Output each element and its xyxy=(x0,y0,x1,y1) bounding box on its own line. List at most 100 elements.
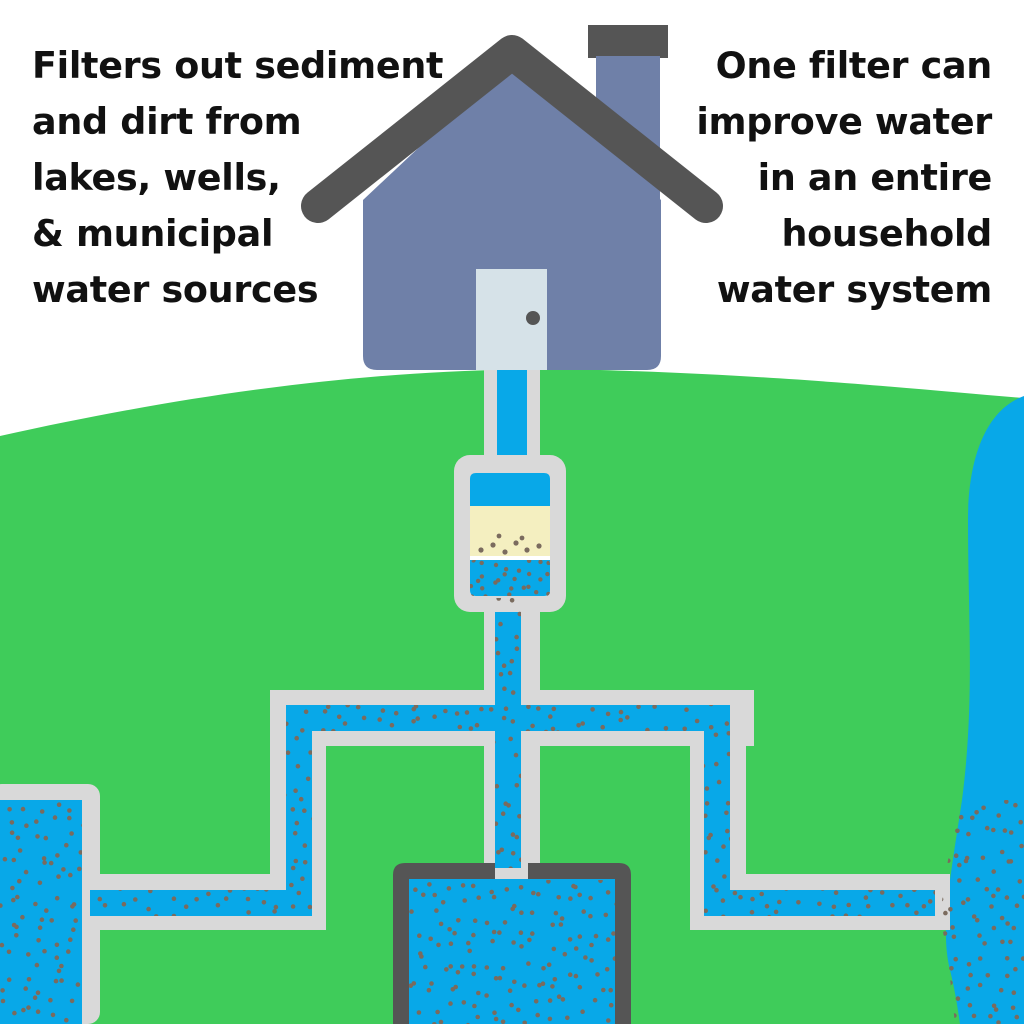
sediment-particle xyxy=(508,736,513,742)
sediment-particle xyxy=(777,899,782,905)
sediment-particle xyxy=(721,914,726,916)
sediment-particle xyxy=(546,962,552,967)
sediment-particle xyxy=(419,954,424,959)
chimney-cap xyxy=(588,25,668,58)
sediment-particle xyxy=(42,948,47,954)
sediment-particle xyxy=(70,904,75,909)
sediment-particle xyxy=(290,865,296,871)
sediment-particle xyxy=(589,958,594,963)
sediment-particle xyxy=(538,577,543,582)
sediment-particle xyxy=(573,884,578,890)
sediment-particle xyxy=(59,963,64,969)
sediment-particle xyxy=(580,721,585,726)
sediment-particle xyxy=(550,922,555,928)
sediment-particle xyxy=(981,805,986,811)
sediment-particle xyxy=(24,823,29,828)
sediment-particle xyxy=(476,990,481,996)
sediment-particle xyxy=(246,910,251,915)
caption-left-line: Filters out sediment xyxy=(32,44,444,87)
sediment-particle xyxy=(830,914,835,916)
sediment-particle xyxy=(55,853,60,858)
sediment-particle xyxy=(603,912,609,918)
sediment-particle xyxy=(10,885,15,891)
sediment-particle xyxy=(502,686,507,691)
sediment-particle xyxy=(577,984,583,990)
sediment-particle xyxy=(1004,956,1010,961)
sediment-particle xyxy=(588,895,593,901)
sediment-particle xyxy=(474,722,480,728)
sediment-particle xyxy=(23,869,29,875)
sediment-particle xyxy=(121,901,127,907)
sediment-particle xyxy=(605,711,611,717)
sediment-particle xyxy=(512,576,517,582)
sediment-particle xyxy=(494,783,500,789)
sediment-particle xyxy=(1020,956,1024,961)
sediment-particle xyxy=(750,896,755,902)
sediment-particle xyxy=(421,892,426,898)
sediment-particle xyxy=(1014,1014,1020,1020)
sediment-particle xyxy=(20,806,26,812)
sediment-particle xyxy=(426,987,432,993)
sediment-particle xyxy=(438,921,444,927)
sediment-particle xyxy=(444,967,449,972)
sediment-particles-lake xyxy=(940,800,1024,1024)
sediment-particle xyxy=(393,710,399,716)
sediment-particle xyxy=(50,1012,56,1018)
house-wall xyxy=(363,60,661,370)
sediment-particle xyxy=(589,942,594,948)
sediment-particle xyxy=(389,722,395,728)
sediment-particle xyxy=(605,890,611,895)
sediment-particle xyxy=(725,828,730,834)
sediment-particle xyxy=(293,858,299,864)
sediment-particle xyxy=(625,715,630,720)
sediment-particle xyxy=(66,949,71,954)
sediment-particle xyxy=(601,987,606,993)
sediment-particle xyxy=(493,1016,499,1022)
sediment-particle xyxy=(417,933,422,938)
sediment-particle xyxy=(290,807,296,812)
sediment-particle xyxy=(484,965,490,970)
sediment-particle xyxy=(551,946,557,952)
sediment-particle xyxy=(71,927,76,932)
sediment-particle xyxy=(556,895,561,900)
sediment-particle xyxy=(440,900,446,905)
sediment-particle xyxy=(493,562,499,568)
sediment-particle xyxy=(64,1017,69,1023)
sediment-particle xyxy=(355,704,361,710)
sediment-particle xyxy=(56,968,62,974)
sediment-particle xyxy=(298,796,304,802)
sediment-particle xyxy=(502,572,507,577)
sediment-particle xyxy=(69,998,75,1004)
sediment-particle xyxy=(206,891,211,897)
sediment-particle xyxy=(608,1002,614,1008)
sediment-particle xyxy=(612,956,615,961)
sediment-particle xyxy=(955,828,960,834)
sediment-particle xyxy=(550,726,556,732)
sediment-particle xyxy=(17,878,22,884)
sediment-particle xyxy=(1005,973,1010,979)
sediment-particle xyxy=(488,707,494,712)
sediment-particle xyxy=(415,716,421,721)
sediment-particle xyxy=(9,820,15,825)
sediment-particle xyxy=(336,714,342,720)
sediment-particle xyxy=(1017,879,1023,884)
sediment-particle xyxy=(296,890,302,896)
sediment-particle xyxy=(153,914,159,916)
sediment-particle xyxy=(636,704,641,710)
sediment-particle xyxy=(14,924,19,930)
sediment-particle xyxy=(39,809,45,814)
sediment-particle xyxy=(957,862,962,868)
sediment-particle xyxy=(890,902,895,908)
sediment-particle xyxy=(682,726,687,732)
sediment-particle xyxy=(577,934,583,939)
caption-left-line: & municipal xyxy=(32,212,274,255)
caption-right-line: in an entire xyxy=(757,156,993,199)
sediment-particle xyxy=(530,723,535,729)
sediment-particle xyxy=(846,902,851,908)
sediment-particle xyxy=(614,902,615,906)
sediment-particle xyxy=(618,717,623,723)
sediment-particle xyxy=(576,723,581,728)
sediment-particle xyxy=(716,779,722,785)
sediment-particle xyxy=(694,718,700,724)
sediment-particle xyxy=(294,735,300,741)
